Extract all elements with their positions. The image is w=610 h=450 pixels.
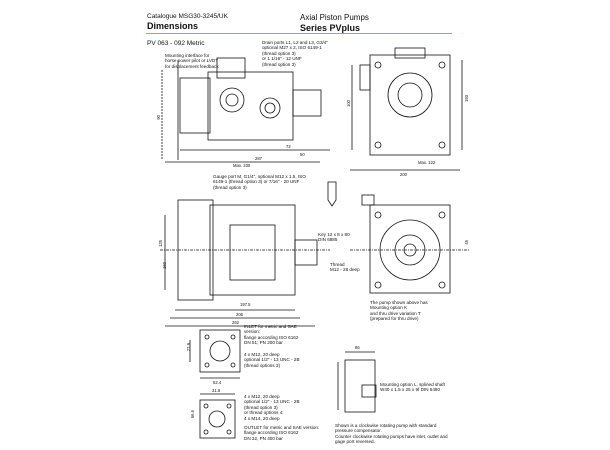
callout-shown-note: Shown is a clockwise rotating pump with …: [335, 423, 448, 445]
callout-mounting-L: Mounting option L, splined shaft W40 x 1…: [380, 382, 445, 393]
front-view-top: [350, 47, 463, 171]
dim-287: 287: [255, 156, 262, 161]
callout-thread: Thread M12 - 28 deep: [330, 262, 360, 273]
dim-193: 193: [464, 95, 469, 102]
dim-206: 206: [236, 312, 243, 317]
header-rule: [146, 33, 452, 34]
callout-gauge-port: Gauge port M, G1/4", optional M12 x 1.5,…: [213, 174, 306, 190]
dim-125: 125: [158, 240, 163, 247]
callout-key: Key 12 x 8 x 80 DIN 6885: [318, 232, 350, 243]
front-view-middle: [350, 194, 470, 294]
keyway-detail: [327, 181, 337, 207]
page-title: Dimensions: [147, 21, 199, 31]
dim-50: 50: [300, 152, 305, 157]
side-view-middle: [160, 199, 330, 327]
callout-outlet-bolts: 4 x M12, 20 deep optional 1/2" - 13 UNC …: [244, 394, 300, 421]
dim-31-8: 31.8: [212, 388, 221, 393]
callout-outlet: OUTLET for metric and SAE version: flang…: [244, 425, 320, 441]
dim-160: 160: [162, 262, 167, 269]
side-view-top: [161, 57, 330, 163]
callout-inlet-bolts: 4 x M12, 20 deep optional 1/2" - 13 UNC …: [244, 352, 300, 368]
dim-200: 200: [400, 172, 407, 177]
dim-max-330: Max. 330: [233, 163, 251, 168]
dim-262: 262: [232, 320, 239, 325]
catalogue-number: Catalogue MSG30-3245/UK: [147, 13, 228, 20]
dim-52-4: 52.4: [213, 380, 222, 385]
outlet-flange: [199, 393, 236, 439]
header-left: Catalogue MSG30-3245/UK Dimensions: [147, 13, 347, 31]
dim-27-9: 27.9: [186, 343, 191, 352]
callout-mounting-interface: Mounting interface for horse power pilot…: [165, 53, 219, 69]
dim-max-122: Max. 122: [418, 160, 436, 165]
callout-rotation-note: The pump shown above has Mounting option…: [370, 300, 428, 322]
dim-90: 90: [156, 115, 161, 120]
dim-197-5: 197.5: [240, 302, 251, 307]
header-right: Axial Piston Pumps Series PVplus: [300, 13, 460, 33]
section-label: PV 063 - 092 Metric: [147, 40, 205, 47]
spline-shaft-detail: [337, 351, 377, 413]
callout-drain-ports: Drain ports L1, L2 and L3, G3/4" optiona…: [262, 40, 328, 67]
dim-66-6: 66.6: [190, 410, 195, 419]
dim-72: 72: [286, 144, 291, 149]
dim-100: 100: [346, 100, 351, 107]
dim-45: 45: [464, 240, 469, 245]
dim-86: 86: [355, 345, 360, 350]
inlet-flange: [189, 329, 241, 379]
product-family: Axial Piston Pumps: [300, 13, 369, 22]
callout-inlet: INLET for metric and SAE version: flange…: [244, 324, 299, 346]
series-title: Series PVplus: [300, 23, 361, 33]
